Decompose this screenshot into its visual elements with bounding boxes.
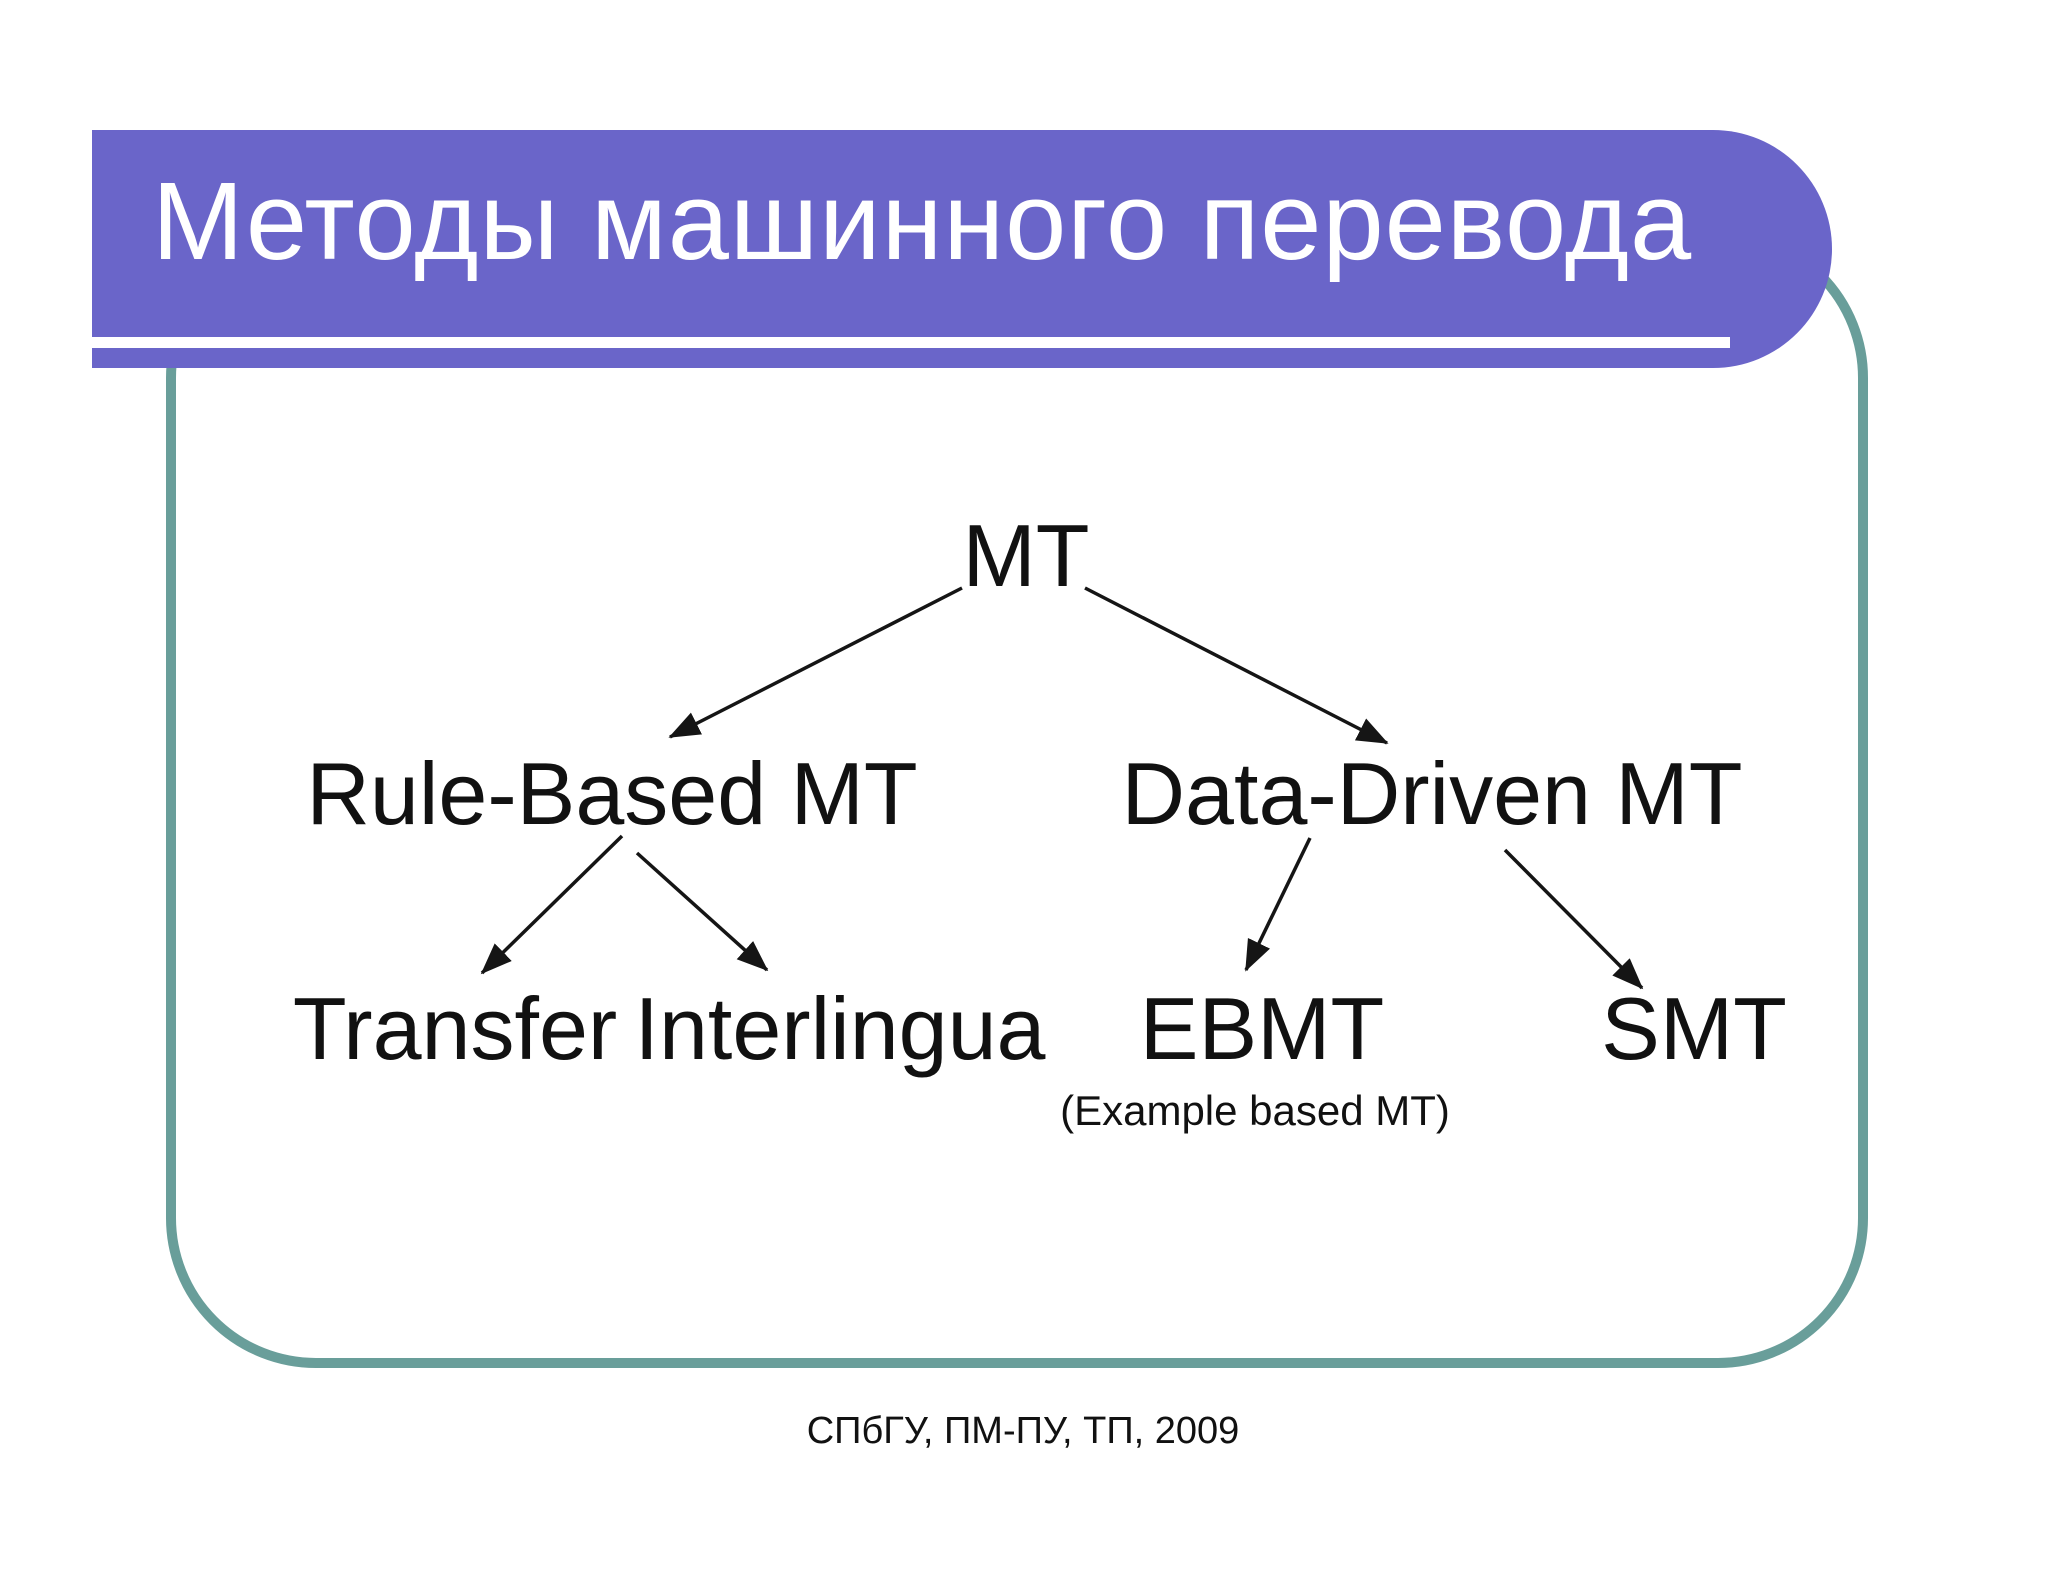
title-banner: Методы машинного перевода (92, 130, 1832, 368)
slide-footer: СПбГУ, ПМ-ПУ, ТП, 2009 (806, 1410, 1240, 1452)
node-rule-based-mt: Rule-Based MT (306, 744, 918, 843)
slide-title: Методы машинного перевода (152, 160, 1693, 283)
node-data-driven-mt: Data-Driven MT (1121, 744, 1743, 843)
node-ebmt: EBMT (1139, 979, 1385, 1078)
title-underline (92, 337, 1730, 348)
tree-edge-arrow (480, 834, 624, 975)
tree-edge-arrow (635, 851, 769, 972)
node-ebmt-caption: (Example based MT) (1060, 1087, 1450, 1134)
tree-edge-arrow (1503, 848, 1644, 990)
node-mt: MT (962, 506, 1090, 605)
tree-edge-arrow (1084, 586, 1389, 745)
node-smt: SMT (1601, 979, 1787, 1078)
node-interlingua: Interlingua (634, 979, 1046, 1078)
tree-edge-arrow (1244, 837, 1312, 972)
node-transfer: Transfer (292, 979, 618, 1078)
tree-edge-arrow (668, 586, 963, 739)
